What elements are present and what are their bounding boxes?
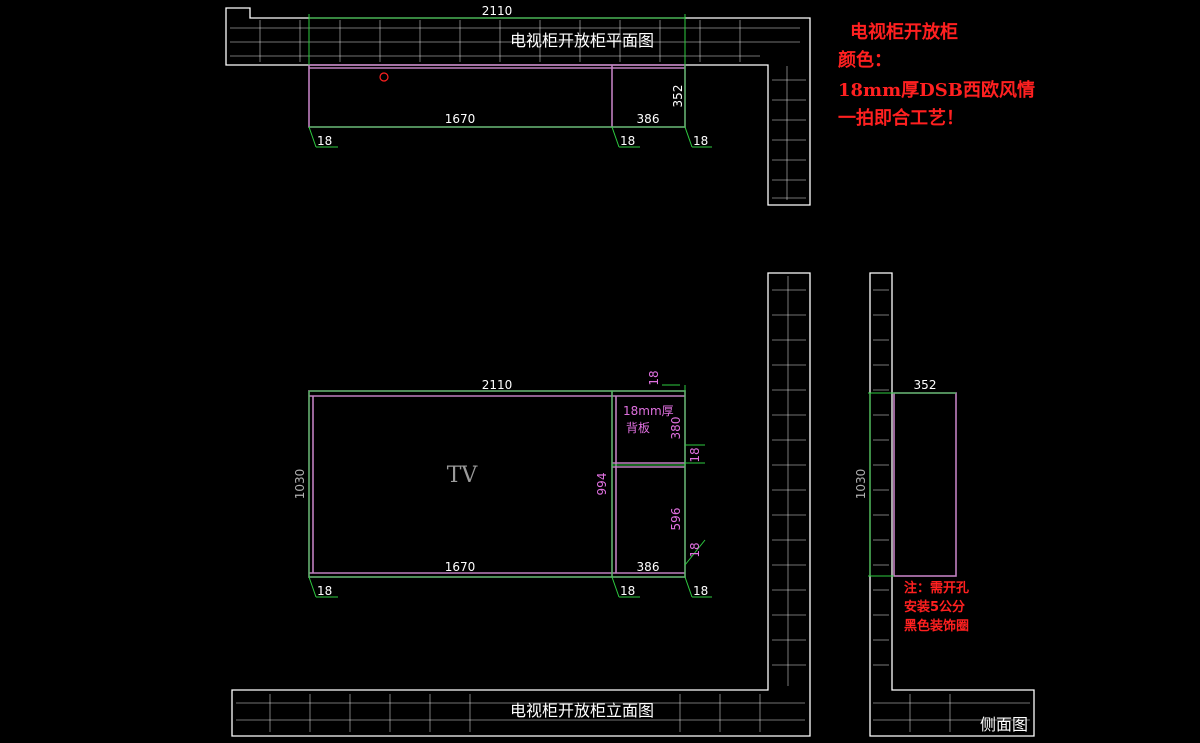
side-note-2: 安装5公分 [904, 599, 965, 615]
plan-thick-mid: 18 [620, 134, 635, 148]
elevation-shelf-thick: 18 [688, 447, 702, 462]
back-panel-label-2: 背板 [626, 421, 650, 435]
plan-left-width: 1670 [445, 112, 476, 126]
plan-thick-right: 18 [693, 134, 708, 148]
material-notes: 电视柜开放柜 颜色： 18mm厚DSB西欧风情 一拍即合工艺！ [838, 21, 1035, 129]
tv-label: TV [447, 463, 479, 488]
side-height: 1030 [854, 469, 868, 500]
note-line-2: 颜色： [838, 49, 892, 71]
side-note-1: 注：需开孔 [904, 580, 969, 596]
side-depth: 352 [914, 378, 937, 392]
elevation-wall [231, 272, 811, 737]
plan-title: 电视柜开放柜平面图 [510, 31, 654, 50]
elevation-thick-right: 18 [693, 584, 708, 598]
elevation-bottom-thick: 18 [688, 542, 702, 557]
elevation-lower-height: 596 [669, 508, 683, 531]
plan-wall-hatch [230, 20, 806, 200]
plan-total-width: 2110 [482, 4, 513, 18]
side-wall [869, 272, 1035, 737]
cable-hole-marker [379, 72, 389, 82]
note-line-1: 电视柜开放柜 [850, 21, 958, 43]
side-cabinet [893, 392, 957, 577]
elevation-thick-mid: 18 [620, 584, 635, 598]
elevation-upper-height: 380 [669, 417, 683, 440]
side-view: 352 1030 注：需开孔 安装5公分 黑色装饰圈 侧面图 [854, 272, 1035, 737]
elevation-height: 1030 [293, 469, 307, 500]
elevation-title: 电视柜开放柜立面图 [510, 701, 654, 720]
plan-right-width: 386 [637, 112, 660, 126]
elevation-thick-left: 18 [317, 584, 332, 598]
elevation-total-width: 2110 [482, 378, 513, 392]
plan-cabinet [308, 64, 686, 128]
elevation-inner-height: 994 [595, 473, 609, 496]
elevation-left-width: 1670 [445, 560, 476, 574]
plan-thick-left: 18 [317, 134, 332, 148]
elevation-top-thick: 18 [647, 370, 661, 385]
side-title: 侧面图 [980, 715, 1028, 734]
plan-depth: 352 [671, 85, 685, 108]
side-note-3: 黑色装饰圈 [904, 618, 969, 634]
elevation-cabinet [308, 390, 686, 578]
plan-view: 2110 电视柜开放柜平面图 1670 386 352 18 18 18 [225, 4, 811, 206]
elevation-right-width: 386 [637, 560, 660, 574]
elevation-wall-hatch [236, 276, 806, 732]
elevation-view: 2110 1030 TV 18mm厚 背板 18 380 18 994 596 … [231, 272, 811, 737]
side-wall-hatch [873, 289, 1030, 732]
note-line-4: 一拍即合工艺！ [838, 107, 964, 129]
back-panel-label-1: 18mm厚 [623, 404, 674, 418]
note-line-3: 18mm厚DSB西欧风情 [838, 79, 1035, 101]
